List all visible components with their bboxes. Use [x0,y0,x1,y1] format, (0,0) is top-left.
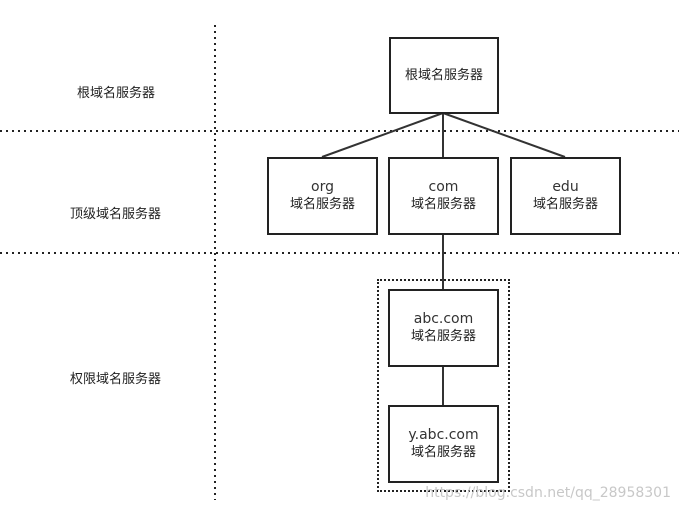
node-edu-label: 域名服务器 [532,197,598,212]
watermark-text: https://blog.csdn.net/qq_28958301 [425,485,671,501]
node-org-server: org 域名服务器 [267,157,378,235]
node-abc-label: 域名服务器 [410,329,476,344]
level-label-root: 根域名服务器 [77,86,156,101]
node-abc-server: abc.com 域名服务器 [388,289,499,367]
node-abc-domain: abc.com [413,311,474,327]
node-root-label: 根域名服务器 [404,68,483,83]
node-edu-server: edu 域名服务器 [510,157,621,235]
edge-root-org [321,112,444,158]
edge-root-edu [442,112,566,158]
node-com-domain: com [428,179,459,195]
node-yabc-domain: y.abc.com [408,427,479,443]
node-org-label: 域名服务器 [289,197,355,212]
level-label-tld: 顶级域名服务器 [70,207,162,222]
level-label-authoritative: 权限域名服务器 [70,372,162,387]
node-yabc-server: y.abc.com 域名服务器 [388,405,499,483]
node-edu-domain: edu [552,179,579,195]
authoritative-group-box [377,279,510,492]
node-yabc-label: 域名服务器 [410,445,476,460]
node-com-label: 域名服务器 [410,197,476,212]
node-com-server: com 域名服务器 [388,157,499,235]
node-root-server: 根域名服务器 [389,37,499,114]
node-org-domain: org [311,179,334,195]
